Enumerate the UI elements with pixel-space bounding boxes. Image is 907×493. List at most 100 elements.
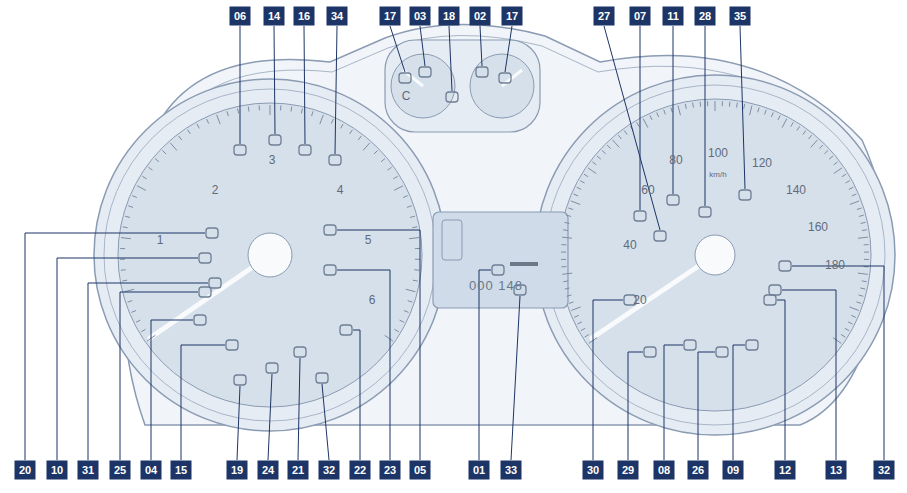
dial-tick bbox=[782, 119, 787, 128]
dial-tick bbox=[692, 103, 694, 108]
speedometer-needle bbox=[592, 255, 715, 338]
dial-tick bbox=[406, 289, 416, 291]
callout-number: 17 bbox=[502, 7, 523, 26]
dial-tick bbox=[238, 109, 239, 114]
callout-number: 24 bbox=[258, 461, 279, 480]
callout-number: 31 bbox=[78, 461, 99, 480]
display-bar bbox=[510, 262, 538, 266]
dial-number: 80 bbox=[669, 154, 682, 166]
warning-symbol bbox=[446, 92, 458, 102]
dial-tick bbox=[592, 162, 596, 165]
leader-line bbox=[240, 26, 241, 144]
dial-tick bbox=[563, 229, 568, 231]
dial-tick bbox=[123, 226, 128, 228]
leader-line bbox=[792, 266, 884, 460]
leader-line bbox=[604, 26, 660, 230]
dial-tick bbox=[722, 101, 723, 106]
callout-number: 03 bbox=[410, 7, 431, 26]
leader-line bbox=[298, 358, 300, 460]
callout-number: 27 bbox=[594, 7, 615, 26]
dial-tick bbox=[862, 229, 867, 231]
leader-line bbox=[449, 26, 452, 91]
leader-line bbox=[664, 345, 683, 460]
warning-symbol bbox=[716, 347, 728, 357]
dial-tick bbox=[155, 159, 159, 162]
dial-tick bbox=[845, 181, 849, 183]
dial-tick bbox=[852, 194, 857, 196]
leader-line bbox=[25, 233, 205, 460]
dial-tick bbox=[136, 320, 140, 322]
callout-number: 17 bbox=[380, 7, 401, 26]
dial-tick bbox=[217, 115, 221, 124]
warning-symbol bbox=[266, 363, 278, 373]
dial-tick bbox=[341, 124, 343, 128]
warning-symbol bbox=[739, 190, 751, 200]
warning-symbol bbox=[769, 285, 781, 295]
dial-tick bbox=[857, 208, 862, 210]
tachometer-rim bbox=[94, 79, 446, 431]
dial-tick bbox=[394, 186, 403, 191]
callout-number: 34 bbox=[327, 7, 348, 26]
center-pod bbox=[385, 40, 540, 132]
dial-tick bbox=[809, 135, 812, 139]
dial-tick bbox=[137, 186, 146, 191]
dial-tick bbox=[358, 136, 361, 140]
dial-tick bbox=[400, 320, 404, 322]
warning-symbol bbox=[667, 195, 679, 205]
dial-tick bbox=[707, 101, 708, 106]
dial-tick bbox=[128, 301, 133, 303]
temperature-gauge bbox=[391, 54, 455, 118]
dial-tick bbox=[413, 280, 418, 282]
leader-line bbox=[237, 386, 240, 460]
tachometer-ring bbox=[104, 89, 436, 421]
dial-tick bbox=[131, 310, 136, 312]
dial-tick bbox=[715, 101, 716, 111]
callout-number: 07 bbox=[630, 7, 651, 26]
dial-tick bbox=[569, 302, 574, 304]
leader-line bbox=[304, 26, 305, 144]
dial-tick bbox=[581, 328, 585, 330]
dial-tick bbox=[824, 150, 828, 153]
dial-number: 100 bbox=[708, 147, 728, 159]
callout-number: 04 bbox=[141, 461, 162, 480]
dial-tick bbox=[588, 168, 596, 174]
dial-tick bbox=[864, 244, 869, 245]
dial-tick bbox=[864, 252, 869, 253]
leader-line bbox=[181, 345, 225, 460]
dial-number: 60 bbox=[641, 184, 654, 196]
callout-number: 16 bbox=[294, 7, 315, 26]
warning-symbol bbox=[226, 340, 238, 350]
warning-symbol bbox=[764, 295, 776, 305]
dial-tick bbox=[845, 328, 849, 330]
dial-tick bbox=[280, 105, 281, 110]
warning-symbol bbox=[779, 261, 791, 271]
dial-tick bbox=[122, 280, 127, 282]
dial-tick bbox=[613, 140, 620, 147]
speedometer-hub bbox=[695, 235, 735, 275]
dial-tick bbox=[743, 104, 745, 109]
callout-number: 33 bbox=[501, 461, 522, 480]
dial-tick bbox=[848, 322, 852, 324]
leader-line bbox=[479, 270, 491, 460]
dial-tick bbox=[312, 111, 313, 116]
warning-symbol bbox=[419, 67, 431, 77]
callout-number: 10 bbox=[47, 461, 68, 480]
dial-number: 4 bbox=[337, 184, 344, 196]
leader-line bbox=[337, 230, 420, 460]
dial-tick bbox=[597, 156, 601, 159]
fuel-gauge bbox=[470, 54, 534, 118]
warning-symbol bbox=[199, 287, 211, 297]
warning-symbol bbox=[206, 228, 218, 238]
display-window bbox=[442, 220, 462, 260]
dial-tick bbox=[860, 288, 865, 289]
dial-tick bbox=[678, 106, 680, 116]
dial-tick bbox=[415, 248, 420, 249]
dial-tick bbox=[563, 280, 568, 282]
warning-symbol bbox=[294, 347, 306, 357]
dial-tick bbox=[833, 338, 841, 344]
dial-tick bbox=[561, 252, 566, 253]
dial-tick bbox=[618, 135, 621, 139]
leader-line bbox=[335, 26, 337, 154]
dial-tick bbox=[859, 215, 864, 216]
callout-number: 25 bbox=[110, 461, 131, 480]
